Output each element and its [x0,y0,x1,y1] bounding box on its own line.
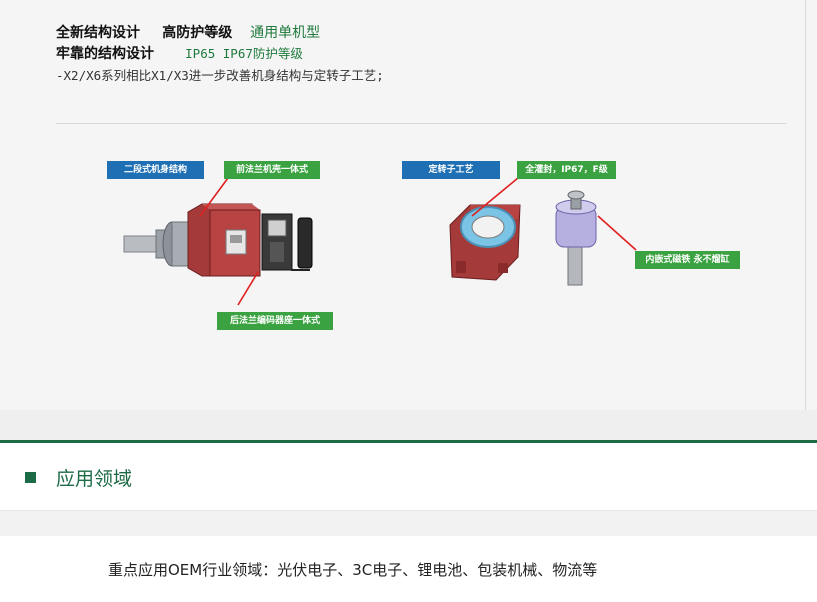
feature-type-text: 通用单机型 [250,25,321,41]
motor-exploded-illustration [123,203,313,277]
encoder-body [270,242,284,262]
encoder-board [267,219,287,237]
feature-reliable-title: 牢靠的结构设计 [56,46,154,62]
divider [56,123,786,124]
applications-text: 重点应用OEM行业领域：光伏电子、3C电子、锂电池、包装机械、物流等 [108,561,598,579]
feature-structure-title: 全新结构设计 [56,25,140,41]
tag-front-flange: 前法兰机壳一体式 [224,161,320,179]
feature-row-2: 牢靠的结构设计 IP65 IP67防护等级 [56,43,303,63]
section-underline [0,510,817,511]
feature-protection-title: 高防护等级 [162,25,233,41]
section-accent-line [0,440,817,443]
tag-embedded-magnet: 内嵌式磁铁 永不熘缸 [635,251,740,269]
feature-description: -X2/X6系列相比X1/X3进一步改善机身结构与定转子工艺; [56,68,384,83]
leader-magnet [597,215,637,251]
tag-stator-rotor-process: 定转子工艺 [402,161,500,179]
tag-two-section-body: 二段式机身结构 [107,161,204,179]
applications-band [0,511,817,536]
stator-foot-left [456,261,466,273]
leader-rear-flange [237,271,259,306]
section-separator-band [0,410,817,440]
panel-right-border [805,0,806,410]
motor-connector-pin [230,235,242,243]
stator-rotor-illustration [449,190,597,286]
feature-ip-text: IP65 IP67防护等级 [185,46,303,61]
tag-rear-flange: 后法兰编码器座一体式 [217,312,333,330]
product-features-panel [0,0,817,410]
section-title: 应用领域 [56,468,133,490]
leader-front-flange [199,177,229,217]
stator-bore [471,215,505,239]
rear-cap [297,217,313,269]
feature-row-1: 全新结构设计 高防护等级 通用单机型 [56,22,320,42]
motor-housing-top [202,204,260,210]
section-marker-icon [25,472,36,483]
rotor-bearing-top [567,190,585,200]
tag-full-potting: 全灌封，IP67，F级 [517,161,616,179]
callout-leader-lines [199,177,637,306]
stator-foot-right [498,263,508,273]
leader-seal [471,177,519,217]
